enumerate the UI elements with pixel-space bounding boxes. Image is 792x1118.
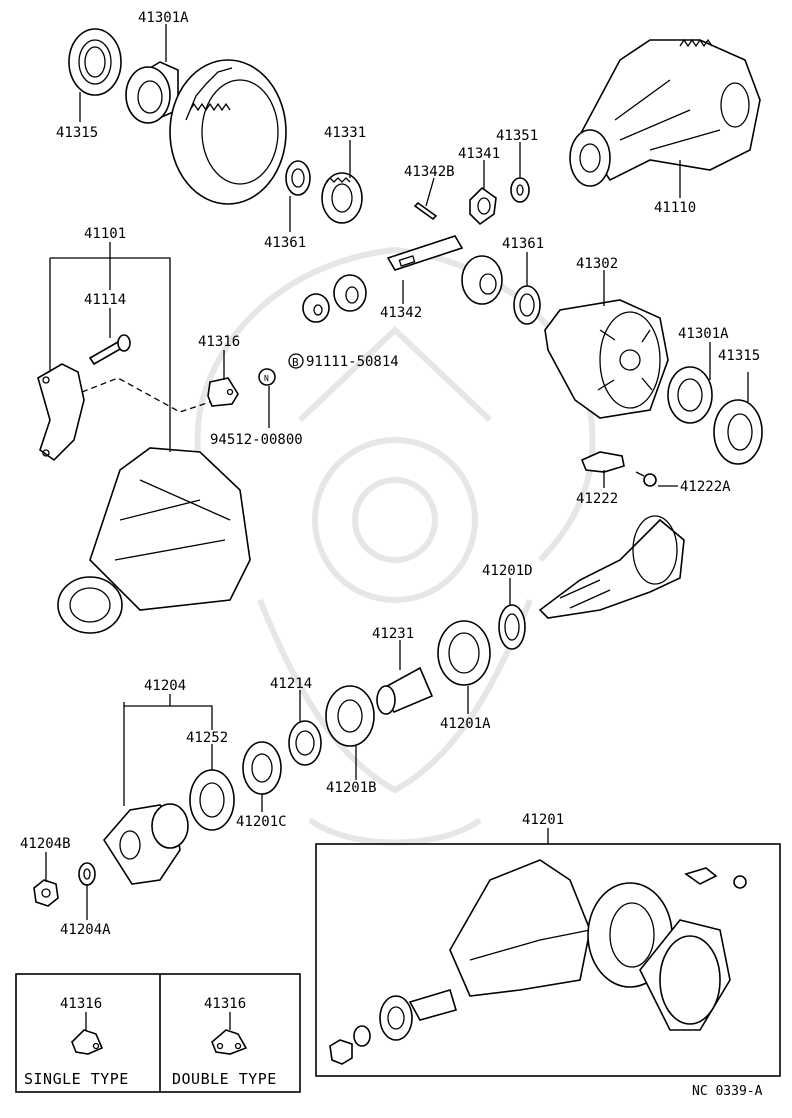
label-41201B: 41201B [326, 780, 377, 796]
label-41351: 41351 [496, 128, 538, 144]
label-41231: 41231 [372, 626, 414, 642]
single-type-lock-plate-icon [71, 1012, 104, 1055]
label-41301A-top: 41301A [138, 10, 189, 26]
part-41341-pinion-gear [469, 186, 497, 226]
label-41342B: 41342B [404, 164, 455, 180]
label-41316: 41316 [198, 334, 240, 350]
part-41222-lock-plate [580, 451, 625, 473]
label-41201D: 41201D [482, 563, 533, 579]
label-41315-top: 41315 [56, 125, 98, 141]
svg-text:B: B [292, 356, 299, 369]
label-41301A-right: 41301A [678, 326, 729, 342]
label-41114: 41114 [84, 292, 126, 308]
svg-text:N: N [264, 374, 269, 383]
part-ring-gear [169, 59, 287, 205]
part-41201C-oil-seal [242, 741, 282, 795]
part-washer-small-left [302, 293, 330, 323]
part-41331-side-gear [321, 172, 363, 224]
part-41114-bolt [88, 334, 131, 366]
part-94512-00800-washer [258, 368, 276, 386]
label-41252: 41252 [186, 730, 228, 746]
label-41315-right: 41315 [718, 348, 760, 364]
part-41110-differential-carrier [569, 38, 761, 187]
double-type-lock-plate-icon [211, 1012, 248, 1055]
part-41351-thrust-washer [510, 177, 530, 203]
dashed-connector [81, 377, 211, 413]
part-41231-spacer [376, 666, 434, 715]
part-41361-washer-upper [285, 160, 311, 196]
label-41201C: 41201C [236, 814, 287, 830]
part-41342-pinion-shaft [386, 235, 464, 271]
part-drive-pinion [538, 515, 685, 619]
label-41110: 41110 [654, 200, 696, 216]
part-41214-washer [288, 720, 322, 766]
bolt-mark-symbol: B [288, 353, 304, 369]
label-41341: 41341 [458, 146, 500, 162]
drawing-code: NC 0339-A [692, 1084, 763, 1099]
label-41201A: 41201A [440, 716, 491, 732]
label-41302: 41302 [576, 256, 618, 272]
part-41301A-bearing-top [125, 61, 179, 124]
label-41222A: 41222A [680, 479, 731, 495]
label-91111-50814: 91111-50814 [306, 354, 399, 370]
label-94512-00800: 94512-00800 [210, 432, 303, 448]
label-41204B: 41204B [20, 836, 71, 852]
label-41361-lower: 41361 [502, 236, 544, 252]
part-41201A-bearing [437, 620, 491, 686]
legend-single-part-number: 41316 [60, 996, 102, 1012]
part-41302-differential-case [544, 299, 669, 419]
nut-mark-symbol: N [264, 374, 269, 383]
part-41301A-bearing-right [667, 366, 713, 424]
part-side-gear-right [461, 255, 503, 305]
part-41222A-bolt [635, 471, 657, 487]
label-41101: 41101 [84, 226, 126, 242]
legend-double-caption: DOUBLE TYPE [172, 1070, 277, 1088]
part-41204B-nut [33, 879, 59, 907]
part-carrier-housing-large [57, 447, 251, 634]
part-41201B-bearing [325, 685, 375, 747]
label-41214: 41214 [270, 676, 312, 692]
label-41204: 41204 [144, 678, 186, 694]
part-41342B-pin [413, 201, 438, 221]
part-41204A-washer [78, 862, 96, 886]
label-41201: 41201 [522, 812, 564, 828]
part-41315-oil-seal-right [713, 399, 763, 465]
label-41331: 41331 [324, 125, 366, 141]
leader-lines [45, 24, 749, 920]
part-labels: 41301A 41315 41331 41361 41342B 41341 41… [20, 10, 763, 1099]
label-41361-upper: 41361 [264, 235, 306, 251]
label-41342: 41342 [380, 305, 422, 321]
part-41204-companion-flange [103, 803, 189, 885]
part-41316-lock-plate [207, 377, 239, 407]
part-41252-deflector [189, 769, 235, 831]
legend-double-part-number: 41316 [204, 996, 246, 1012]
part-pinion-small-left [333, 274, 367, 312]
assembly-box-41201 [315, 843, 781, 1077]
part-41101-bearing-cap [37, 363, 85, 462]
label-41222: 41222 [576, 491, 618, 507]
label-41204A: 41204A [60, 922, 111, 938]
legend-box [15, 973, 301, 1093]
part-41315-oil-seal-top [68, 28, 122, 96]
part-41361-washer-lower [513, 285, 541, 325]
legend-single-caption: SINGLE TYPE [24, 1070, 129, 1088]
part-41201D-washer [498, 604, 526, 650]
